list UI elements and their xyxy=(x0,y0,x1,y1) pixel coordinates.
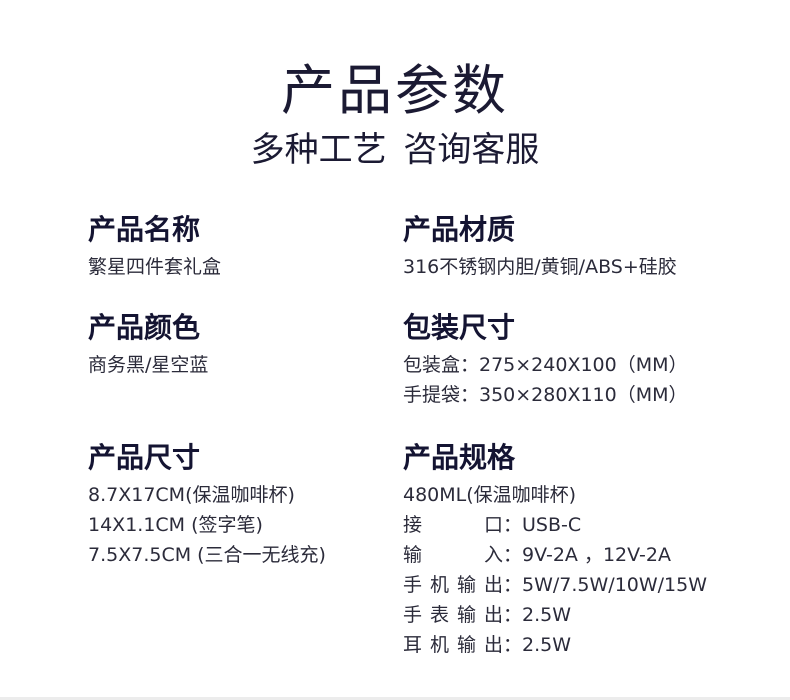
section-heading: 产品尺寸 xyxy=(88,441,201,474)
section-product-spec: 产品规格 480ML(保温咖啡杯) 接 口：USB-C 输 入：9V-2A ，1… xyxy=(403,440,707,660)
spec-key: 手机输出 xyxy=(403,574,503,596)
spec-key: 接 口 xyxy=(403,514,503,536)
page-title: 产品参数 xyxy=(281,59,509,122)
section-heading: 产品规格 xyxy=(403,441,516,474)
product-size-line: 7.5X7.5CM (三合一无线充) xyxy=(88,544,326,566)
section-product-material: 产品材质 316不锈钢内胆/黄铜/ABS+硅胶 xyxy=(403,212,677,282)
spec-colon: ： xyxy=(503,544,523,566)
section-product-size: 产品尺寸 8.7X17CM(保温咖啡杯) 14X1.1CM (签字笔) 7.5X… xyxy=(88,440,326,570)
spec-key: 手表输出 xyxy=(403,604,503,626)
spec-capacity: 480ML(保温咖啡杯) xyxy=(403,484,577,506)
spec-value: USB-C xyxy=(522,514,582,536)
spec-colon: ： xyxy=(503,574,523,596)
section-heading: 产品材质 xyxy=(403,213,516,246)
section-heading: 产品名称 xyxy=(88,213,201,246)
spec-key: 耳机输出 xyxy=(403,634,503,656)
product-name-value: 繁星四件套礼盒 xyxy=(88,256,222,278)
product-color-value: 商务黑/星空蓝 xyxy=(88,354,209,376)
product-size-line: 14X1.1CM (签字笔) xyxy=(88,514,263,536)
spec-colon: ： xyxy=(503,634,523,656)
product-material-value: 316不锈钢内胆/黄铜/ABS+硅胶 xyxy=(403,256,677,278)
spec-value: 2.5W xyxy=(522,604,572,626)
section-heading: 产品颜色 xyxy=(88,311,201,344)
section-heading: 包装尺寸 xyxy=(403,311,516,344)
section-package-size: 包装尺寸 包装盒：275×240X100（MM） 手提袋：350×280X110… xyxy=(403,310,688,410)
spec-row-phone-output: 手机输出：5W/7.5W/10W/15W xyxy=(403,570,707,600)
spec-colon: ： xyxy=(503,514,523,536)
section-product-color: 产品颜色 商务黑/星空蓝 xyxy=(88,310,208,380)
spec-value: 2.5W xyxy=(522,634,572,656)
page-subtitle: 多种工艺 咨询客服 xyxy=(250,130,540,170)
spec-value: 9V-2A ，12V-2A xyxy=(522,544,671,566)
package-box-size: 包装盒：275×240X100（MM） xyxy=(403,354,688,376)
spec-key: 输 入 xyxy=(403,544,503,566)
spec-row-input: 输 入：9V-2A ，12V-2A xyxy=(403,540,707,570)
spec-row-watch-output: 手表输出：2.5W xyxy=(403,600,707,630)
section-product-name: 产品名称 繁星四件套礼盒 xyxy=(88,212,221,282)
spec-value: 5W/7.5W/10W/15W xyxy=(522,574,708,596)
bottom-divider xyxy=(0,697,790,700)
spec-row-earphone-output: 耳机输出：2.5W xyxy=(403,630,707,660)
package-bag-size: 手提袋：350×280X110（MM） xyxy=(403,384,688,406)
spec-row-port: 接 口：USB-C xyxy=(403,510,707,540)
spec-colon: ： xyxy=(503,604,523,626)
product-size-line: 8.7X17CM(保温咖啡杯) xyxy=(88,484,295,506)
